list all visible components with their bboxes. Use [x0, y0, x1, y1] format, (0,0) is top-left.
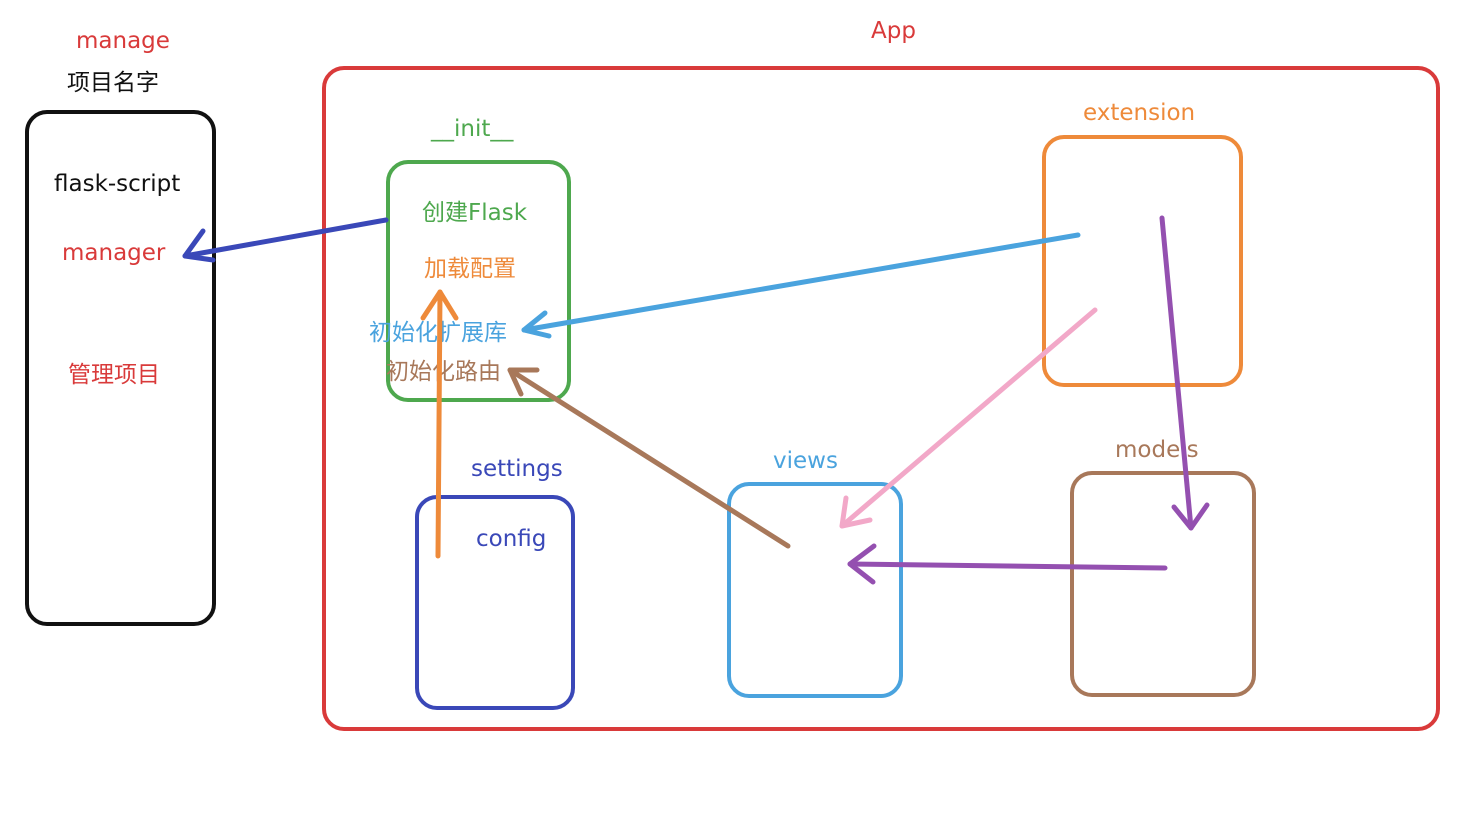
manage-box [25, 110, 216, 626]
manage-subtitle: 项目名字 [67, 70, 159, 96]
extension-title: extension [1083, 100, 1196, 126]
flask-script-label: flask-script [54, 171, 181, 197]
load-config-label: 加载配置 [424, 256, 516, 282]
arrow-extension-to-init [521, 232, 1081, 339]
models-box [1070, 471, 1256, 697]
arrow-models-to-views [847, 543, 1168, 585]
manager-label: manager [62, 240, 166, 266]
settings-box [415, 495, 575, 710]
arrow-config-to-init [420, 289, 459, 559]
models-title: models [1115, 437, 1199, 463]
arrow-views-to-init [507, 367, 791, 549]
init-routes-label: 初始化路由 [386, 359, 501, 385]
app-title: App [871, 18, 916, 44]
init-box [386, 160, 571, 402]
views-box [727, 482, 903, 698]
create-flask-label: 创建Flask [422, 200, 528, 226]
settings-title: settings [471, 456, 563, 482]
arrow-init-to-manager [182, 217, 389, 263]
init-title: __init__ [431, 116, 514, 142]
arrow-extension-to-views [839, 307, 1098, 529]
manage-project-label: 管理项目 [68, 362, 160, 388]
extension-box [1042, 135, 1243, 387]
app-box [322, 66, 1440, 731]
arrow-extension-to-models [1159, 215, 1210, 531]
manage-title: manage [76, 28, 170, 54]
config-label: config [476, 526, 547, 552]
views-title: views [773, 448, 838, 474]
